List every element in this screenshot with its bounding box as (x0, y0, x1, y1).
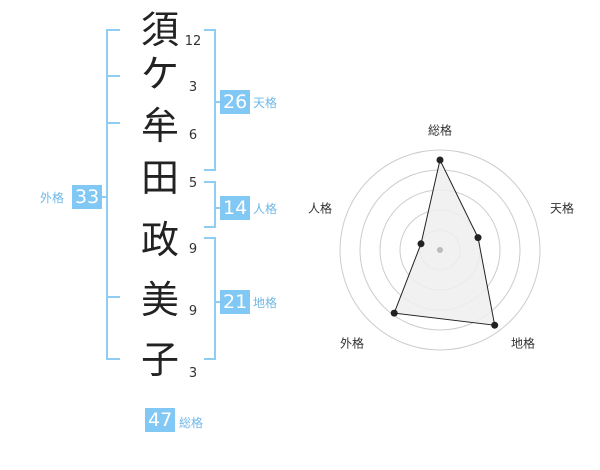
jinkaku-bracket-bottom (204, 226, 216, 228)
stroke-count-5: 9 (188, 242, 198, 257)
chikaku-bracket-top (204, 237, 216, 239)
tenkaku-bracket-top (204, 29, 216, 31)
jinkaku-bracket-top (204, 181, 216, 183)
name-char-6: 美 (140, 278, 179, 322)
name-char-3: 牟 (140, 104, 179, 148)
radar-point-tenkaku (474, 234, 482, 242)
radar-point-chikaku (491, 321, 499, 329)
chikaku-bracket-vertical (214, 237, 216, 360)
tenkaku-value-badge: 26 (220, 90, 251, 114)
stroke-count-2: 3 (188, 80, 198, 95)
soukaku-label: 総格 (179, 416, 204, 430)
name-char-5: 政 (140, 218, 179, 262)
radar-point-soukaku (436, 156, 444, 164)
chikaku-label: 地格 (253, 296, 278, 310)
jinkaku-value-badge: 14 (220, 196, 251, 220)
radar-label-tenkaku: 天格 (549, 201, 575, 216)
gaikaku-bracket-vertical (106, 29, 108, 360)
radar-label-gaikaku: 外格 (339, 336, 365, 351)
radar-point-jinkaku (417, 240, 425, 248)
radar-center-dot (437, 247, 443, 253)
name-char-7: 子 (140, 338, 179, 382)
tenkaku-label: 天格 (253, 96, 278, 110)
tenkaku-bracket-bottom (204, 169, 216, 171)
radar-label-jinkaku: 人格 (307, 201, 333, 216)
radar-point-gaikaku (390, 309, 398, 317)
name-char-1: 須 (140, 8, 179, 52)
tenkaku-connector (214, 101, 220, 103)
name-char-2: ケ (140, 52, 179, 96)
gaikaku-bracket-bottom (106, 358, 120, 360)
stroke-count-7: 3 (188, 366, 198, 381)
chikaku-bracket-bottom (204, 358, 216, 360)
gaikaku-bracket-top (106, 29, 120, 31)
gaikaku-value-badge: 33 (72, 185, 103, 209)
tenkaku-bracket-vertical (214, 29, 216, 171)
soukaku-value-badge: 47 (145, 408, 176, 432)
radar-label-chikaku: 地格 (510, 336, 536, 351)
gaikaku-label: 外格 (40, 191, 65, 205)
gaikaku-bracket-tick-3 (106, 296, 120, 298)
stroke-count-3: 6 (188, 128, 198, 143)
stroke-count-4: 5 (188, 176, 198, 191)
radar-data-points (390, 156, 499, 329)
gaikaku-bracket-tick-2 (106, 122, 120, 124)
stroke-count-1: 12 (184, 34, 202, 49)
jinkaku-label: 人格 (253, 202, 278, 216)
name-char-4: 田 (140, 156, 179, 200)
gaikaku-bracket-tick-1 (106, 75, 120, 77)
radar-ring-5 (339, 149, 541, 351)
radar-data-polygon (393, 158, 496, 326)
jinkaku-bracket-vertical (214, 181, 216, 228)
chikaku-connector (214, 301, 220, 303)
stroke-count-6: 9 (188, 304, 198, 319)
jinkaku-connector (214, 207, 220, 209)
chikaku-value-badge: 21 (220, 290, 251, 314)
radar-label-soukaku: 総格 (427, 123, 453, 138)
